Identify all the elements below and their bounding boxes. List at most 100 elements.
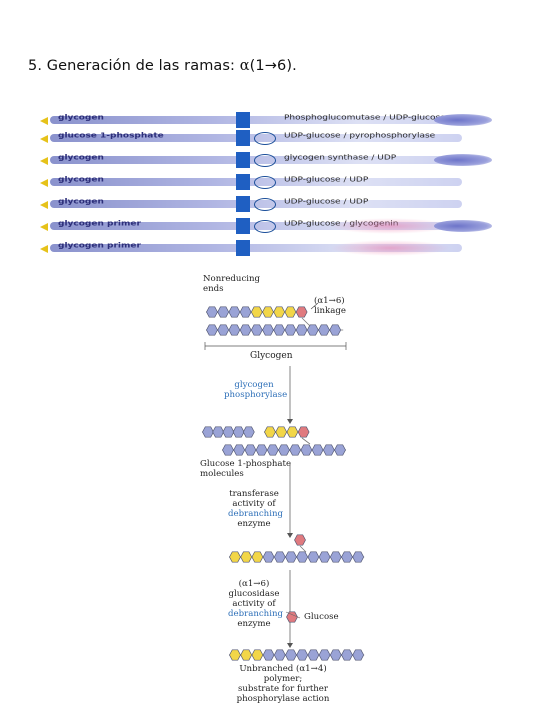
- branch-glucose-unit: [294, 534, 306, 546]
- glucose-unit: [251, 551, 264, 563]
- strip-right-label: UDP-glucose / UDP: [284, 198, 369, 206]
- glucose-unit: [278, 444, 290, 456]
- strip-right-label: Phosphoglucomutase / UDP-glucose: [284, 114, 446, 122]
- phosphorylase-label: glycogen phosphorylase: [224, 380, 288, 400]
- glycogen-label: Glycogen: [250, 351, 293, 361]
- strip-left-label: glycogen: [58, 154, 104, 162]
- glucose-unit: [306, 324, 319, 336]
- strip-right-label: UDP-glucose / UDP: [284, 176, 369, 184]
- glucose-unit: [250, 324, 263, 336]
- glucose-unit: [222, 444, 234, 456]
- glucose-unit: [240, 551, 253, 563]
- arrow-icon: [40, 201, 48, 209]
- strip-row: glycogen glycogen synthase / UDP: [40, 152, 492, 168]
- glucose-unit: [322, 444, 335, 456]
- glucose-unit: [217, 324, 230, 336]
- strip-row: glycogen UDP-glucose / UDP: [40, 174, 492, 190]
- strip-left-label: glycogen primer: [58, 220, 141, 228]
- glucose-unit: [311, 444, 324, 456]
- glucose-unit: [300, 444, 313, 456]
- strip-left-label: glycogen: [58, 114, 104, 122]
- glucose-unit: [295, 324, 308, 336]
- glucose-unit: [206, 306, 218, 318]
- branch-bond: [301, 437, 311, 445]
- blue-square-icon: [236, 174, 250, 190]
- blue-square-icon: [236, 196, 250, 212]
- glucose-unit: [262, 649, 275, 661]
- glucose-unit: [251, 649, 264, 661]
- strip-row: glycogen primer: [40, 240, 492, 256]
- glucose-unit: [250, 306, 263, 318]
- glucose-unit: [329, 551, 342, 563]
- pink-glow: [330, 240, 450, 256]
- ring-icon: [254, 198, 276, 211]
- glucose-unit: [244, 444, 257, 456]
- blue-square-icon: [236, 152, 250, 168]
- glucose-unit: [273, 551, 286, 563]
- linkage-pointer: [310, 302, 319, 310]
- glucose-label: Glucose: [304, 612, 339, 622]
- arrowhead: [287, 643, 293, 648]
- arrow-icon: [40, 135, 48, 143]
- ring-icon: [254, 132, 276, 145]
- released-glucose: [286, 611, 298, 623]
- linkage-label: (α1→6) linkage: [314, 296, 346, 316]
- enzyme-blob-icon: [434, 114, 492, 126]
- glucose-unit: [255, 444, 268, 456]
- glucose-unit: [341, 649, 353, 661]
- ring-icon: [254, 220, 276, 233]
- strip-left-label: glycogen: [58, 176, 104, 184]
- arrowhead: [287, 533, 293, 538]
- strip-left-label: glycogen primer: [58, 242, 141, 250]
- glucose-unit: [284, 306, 297, 318]
- glucose-unit: [289, 444, 302, 456]
- blue-square-icon: [236, 130, 250, 146]
- title-alpha: α: [239, 58, 250, 74]
- glucose-unit: [232, 426, 245, 438]
- glucose-unit: [217, 306, 230, 318]
- arrow-icon: [40, 157, 48, 165]
- strip-row: glycogen primer UDP-glucose / glycogenin: [40, 218, 492, 234]
- glucose-unit: [229, 649, 241, 661]
- enzyme-blob-icon: [434, 154, 492, 166]
- glucose-unit: [286, 426, 299, 438]
- glucose-unit: [273, 324, 286, 336]
- glucose-unit: [296, 551, 309, 563]
- glucose-unit: [352, 551, 365, 563]
- arrow-icon: [40, 245, 48, 253]
- title-suffix: (1→6).: [249, 58, 297, 74]
- glucose-unit: [295, 306, 308, 318]
- glucose-unit: [228, 306, 241, 318]
- glucose-unit: [318, 551, 331, 563]
- glucose-unit: [229, 551, 241, 563]
- arrowhead: [287, 419, 293, 424]
- glucose-unit: [233, 444, 246, 456]
- strip-left-label: glycogen: [58, 198, 104, 206]
- ring-icon: [254, 176, 276, 189]
- branch-bond: [299, 545, 307, 553]
- glucose-unit: [262, 306, 274, 318]
- glucose-unit: [329, 649, 342, 661]
- arrow-icon: [40, 179, 48, 187]
- glucose-unit: [266, 444, 279, 456]
- pink-glow: [330, 218, 450, 234]
- glucose-unit: [318, 324, 330, 336]
- glucose-unit: [202, 426, 214, 438]
- glucose-unit: [240, 649, 253, 661]
- g1p-label: Glucose 1-phosphate molecules: [200, 459, 292, 479]
- page-title: 5. Generación de las ramas: α(1→6).: [28, 58, 297, 74]
- glucose-unit: [262, 551, 275, 563]
- glucose-unit: [285, 551, 297, 563]
- glucose-unit: [242, 426, 255, 438]
- glucose-unit: [352, 649, 365, 661]
- strip-row: glucose 1-phosphate UDP-glucose / pyroph…: [40, 130, 492, 146]
- strip-right-label: glycogen synthase / UDP: [284, 154, 397, 162]
- glucose-pointer: [285, 611, 301, 619]
- glucose-unit: [222, 426, 235, 438]
- glucose-unit: [285, 649, 297, 661]
- glucose-unit: [239, 324, 252, 336]
- glucose-unit: [334, 444, 346, 456]
- nonreducing-ends-label: Nonreducing ends: [203, 274, 261, 294]
- arrow-icon: [40, 117, 48, 125]
